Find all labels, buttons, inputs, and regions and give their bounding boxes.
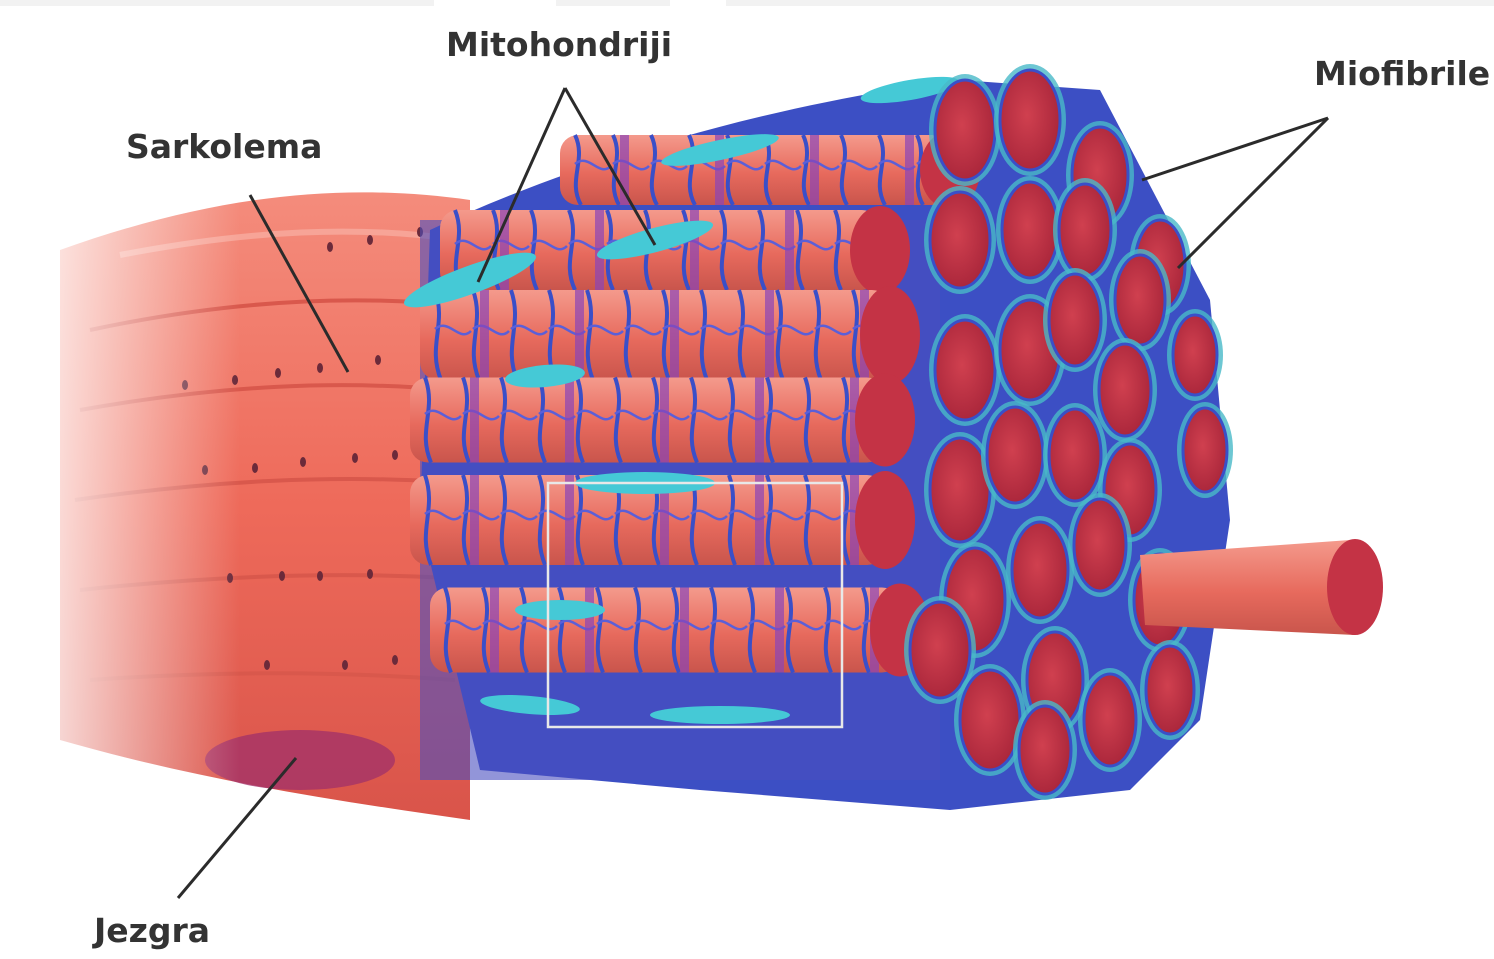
- zoom-frame: [546, 481, 844, 729]
- mitochondrion: [505, 364, 585, 388]
- myofibril-bundle: [404, 64, 1233, 810]
- mitochondria-leader-2: [563, 87, 657, 246]
- myofibrils-leader-1: [1141, 116, 1329, 182]
- mitochondrion: [515, 600, 605, 620]
- myofibril-cross-section: [1082, 672, 1138, 768]
- myofibril-rod: [420, 286, 920, 384]
- myofibril-cross-section: [1047, 272, 1103, 368]
- myofibril-cross-section: [958, 668, 1022, 772]
- myofibril-cross-section: [933, 318, 997, 422]
- mitochondrion: [650, 706, 790, 724]
- mitochondria-label: Mitohondriji: [446, 25, 673, 64]
- myofibril-cross-section: [1010, 520, 1070, 620]
- mitochondrion: [860, 76, 960, 104]
- myofibril-cross-section: [1057, 182, 1113, 278]
- nucleus-leader: [176, 757, 298, 899]
- mitochondrion: [480, 695, 580, 715]
- mitochondrion: [404, 252, 536, 308]
- mitochondrion: [661, 134, 779, 166]
- myofibril-rod: [440, 206, 910, 294]
- mitochondrion: [596, 220, 714, 260]
- mitochondria-leader-1: [476, 87, 567, 283]
- myofibrils-leader-2: [1176, 116, 1330, 270]
- myofibril-rod: [430, 583, 930, 677]
- myofibril-cross-section: [1000, 180, 1060, 280]
- nucleus-label: Jezgra: [94, 911, 211, 950]
- sarcolemma-label: Sarkolema: [126, 127, 323, 166]
- top-edge-strip: [556, 0, 670, 6]
- single-myofibril: [1140, 539, 1383, 635]
- leader-lines: [176, 87, 1330, 899]
- sarcolemma-leader: [248, 194, 350, 373]
- myofibrils-label: Miofibrile: [1314, 54, 1491, 93]
- top-edge-strip: [0, 0, 434, 6]
- myofibril-cross-section: [928, 190, 992, 290]
- myofibril-cross-section: [1017, 704, 1073, 796]
- myofibril-cross-section: [985, 405, 1045, 505]
- myofibril-cross-section: [1181, 406, 1229, 494]
- myofibril-cross-section: [1047, 407, 1103, 503]
- top-edge-strip: [726, 0, 1494, 6]
- myofibril-cross-section: [1072, 497, 1128, 593]
- sarcolemma-fibers: [0, 180, 470, 880]
- myofibril-cross-section: [998, 68, 1062, 172]
- myofibril-cross-section: [1144, 644, 1196, 736]
- myofibril-cross-section: [928, 436, 992, 544]
- myofibril-cross-section: [1171, 313, 1219, 397]
- myofibril-cross-section: [908, 600, 972, 700]
- myofibril-cross-section: [1097, 342, 1153, 438]
- myofibril-rod: [410, 373, 915, 467]
- myofibril-cross-section: [1113, 253, 1167, 347]
- myofibril-cross-section: [933, 78, 997, 182]
